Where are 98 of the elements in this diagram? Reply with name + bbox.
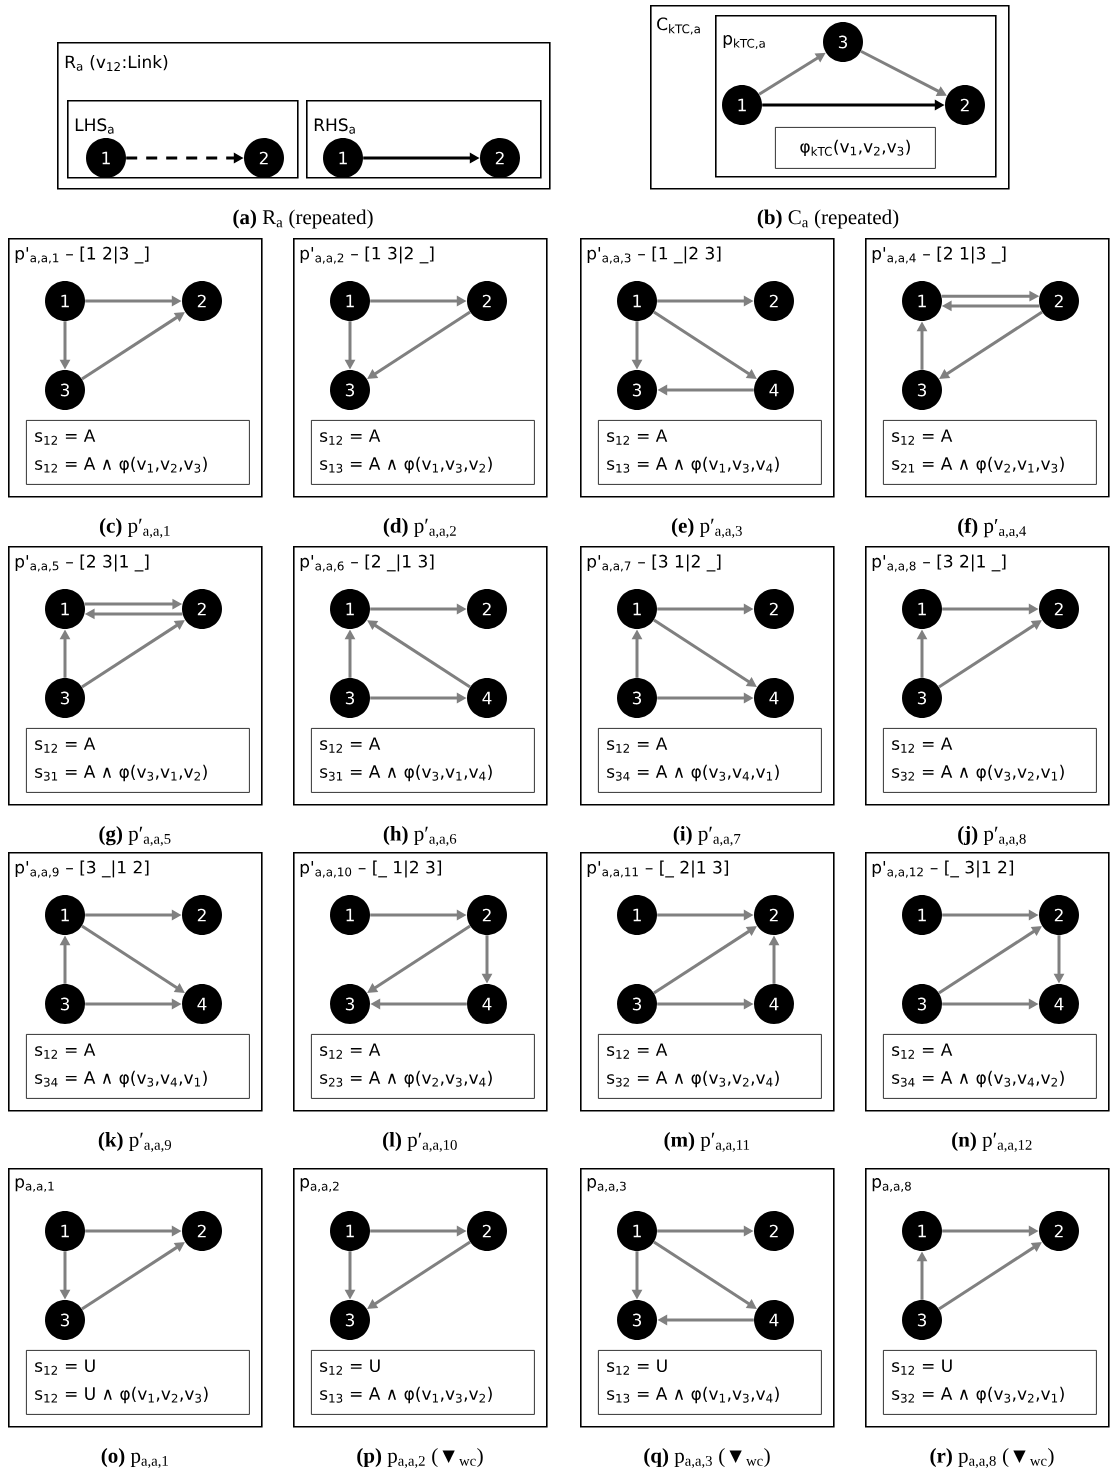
graph-node: 3: [617, 678, 657, 718]
constraint-box: s$_{12}$ = A s$_{32}$ = A ∧ φ(v$_{3}$,v$_{2}$,v$_{1}$): [883, 728, 1097, 793]
graph-node: 2: [182, 1211, 222, 1251]
graph-node: 3: [902, 370, 942, 410]
graph-node: 4: [467, 678, 507, 718]
graph-node: 3: [823, 22, 863, 62]
graph-node: 1: [45, 281, 85, 321]
graph-node: 2: [467, 589, 507, 629]
graph-node: 3: [45, 984, 85, 1024]
graph-node: 1: [330, 281, 370, 321]
subfigure-label: (r) p$_{a,a,8}$ (▼$_{wc}$): [930, 1448, 1054, 1468]
subfigure-label: (j) p′$_{a,a,8}$: [958, 826, 1026, 846]
graph-node: 3: [902, 678, 942, 718]
graph-node: 1: [617, 589, 657, 629]
graph-node: 2: [182, 281, 222, 321]
subfigure-label: (k) p′$_{a,a,9}$: [98, 1132, 172, 1152]
graph-node: 2: [1039, 1211, 1079, 1251]
graph-node: 2: [754, 1211, 794, 1251]
constraint-box: s$_{12}$ = U s$_{12}$ = U ∧ φ(v$_{1}$,v$_{2}$,v$_{3}$): [26, 1350, 250, 1415]
graph-node: 2: [244, 138, 284, 178]
graph-node: 1: [86, 138, 126, 178]
graph-node: 2: [467, 281, 507, 321]
constraint-box: s$_{12}$ = A s$_{12}$ = A ∧ φ(v$_{1}$,v$_{2}$,v$_{3}$): [26, 420, 250, 485]
graph-node: 2: [480, 138, 520, 178]
graph-node: 1: [45, 895, 85, 935]
graph-node: 3: [617, 984, 657, 1024]
subfigure-label: (g) p′$_{a,a,5}$: [99, 826, 171, 846]
constraint-box: s$_{12}$ = U s$_{13}$ = A ∧ φ(v$_{1}$,v$_{3}$,v$_{4}$): [598, 1350, 822, 1415]
graph-node: 1: [902, 281, 942, 321]
graph-node: 4: [754, 984, 794, 1024]
subfigure-label: (e) p′$_{a,a,3}$: [672, 518, 742, 538]
graph-node: 3: [902, 984, 942, 1024]
subfigure-label: (i) p′$_{a,a,7}$: [673, 826, 741, 846]
graph-node: 1: [45, 589, 85, 629]
graph-node: 2: [1039, 895, 1079, 935]
graph-node: 1: [902, 895, 942, 935]
graph-node: 3: [45, 678, 85, 718]
constraint-box: s$_{12}$ = A s$_{34}$ = A ∧ φ(v$_{3}$,v$_{4}$,v$_{1}$): [26, 1034, 250, 1099]
graph-node: 2: [467, 895, 507, 935]
graph-node: 2: [1039, 589, 1079, 629]
graph-node: 4: [754, 370, 794, 410]
graph-node: 1: [330, 895, 370, 935]
graph-node: 4: [754, 1300, 794, 1340]
subfigure-label: (d) p′$_{a,a,2}$: [383, 518, 456, 538]
graph-node: 3: [617, 1300, 657, 1340]
graph-node: 1: [722, 85, 762, 125]
graph-node: 3: [902, 1300, 942, 1340]
graph-node: 2: [182, 895, 222, 935]
subfigure-label: (n) p′$_{a,a,12}$: [952, 1132, 1032, 1152]
graph-node: 2: [467, 1211, 507, 1251]
constraint-box: s$_{12}$ = A s$_{32}$ = A ∧ φ(v$_{3}$,v$_{2}$,v$_{4}$): [598, 1034, 822, 1099]
graph-node: 1: [617, 1211, 657, 1251]
subfigure-label: (l) p′$_{a,a,10}$: [383, 1132, 457, 1152]
graph-node: 2: [1039, 281, 1079, 321]
subfigure-label: (m) p′$_{a,a,11}$: [664, 1132, 750, 1152]
subfigure-label: (p) p$_{a,a,2}$ (▼$_{wc}$): [357, 1448, 483, 1468]
graph-node: 2: [182, 589, 222, 629]
subfigure-label: (a) R$_{a}$ (repeated): [233, 209, 373, 229]
graph-node: 3: [330, 370, 370, 410]
graph-node: 2: [945, 85, 985, 125]
constraint-box: s$_{12}$ = A s$_{13}$ = A ∧ φ(v$_{1}$,v$_{3}$,v$_{4}$): [598, 420, 822, 485]
subfigure-label: (q) p$_{a,a,3}$ (▼$_{wc}$): [644, 1448, 770, 1468]
constraint-box: s$_{12}$ = U s$_{13}$ = A ∧ φ(v$_{1}$,v$_{3}$,v$_{2}$): [311, 1350, 535, 1415]
graph-node: 4: [467, 984, 507, 1024]
graph-node: 1: [617, 895, 657, 935]
graph-node: 1: [902, 589, 942, 629]
graph-node: 4: [754, 678, 794, 718]
constraint-box: s$_{12}$ = A s$_{34}$ = A ∧ φ(v$_{3}$,v$_{4}$,v$_{1}$): [598, 728, 822, 793]
graph-node: 1: [45, 1211, 85, 1251]
graph-node: 1: [330, 589, 370, 629]
graph-node: 4: [1039, 984, 1079, 1024]
graph-node: 2: [754, 281, 794, 321]
constraint-box: s$_{12}$ = A s$_{21}$ = A ∧ φ(v$_{2}$,v$_{1}$,v$_{3}$): [883, 420, 1097, 485]
constraint-box: s$_{12}$ = A s$_{34}$ = A ∧ φ(v$_{3}$,v$_{4}$,v$_{2}$): [883, 1034, 1097, 1099]
graph-node: 4: [182, 984, 222, 1024]
constraint-box: φ$_{kTC}$(v$_{1}$,v$_{2}$,v$_{3}$): [775, 127, 936, 169]
subfigure-label: (o) p$_{a,a,1}$: [101, 1448, 168, 1468]
subfigure-label: (c) p′$_{a,a,1}$: [100, 518, 170, 538]
subfigure-label: (b) C$_{a}$ (repeated): [757, 209, 899, 229]
constraint-box: s$_{12}$ = A s$_{31}$ = A ∧ φ(v$_{3}$,v$_{1}$,v$_{4}$): [311, 728, 535, 793]
graph-node: 2: [754, 895, 794, 935]
graph-node: 2: [754, 589, 794, 629]
constraint-box: s$_{12}$ = A s$_{23}$ = A ∧ φ(v$_{2}$,v$_{3}$,v$_{4}$): [311, 1034, 535, 1099]
graph-node: 3: [330, 1300, 370, 1340]
constraint-box: s$_{12}$ = A s$_{31}$ = A ∧ φ(v$_{3}$,v$_{1}$,v$_{2}$): [26, 728, 250, 793]
graph-node: 1: [323, 138, 363, 178]
subfigure-label: (f) p′$_{a,a,4}$: [958, 517, 1027, 539]
subfigure-label: (h) p′$_{a,a,6}$: [383, 826, 457, 846]
graph-node: 1: [330, 1211, 370, 1251]
graph-node: 3: [330, 678, 370, 718]
graph-node: 3: [617, 370, 657, 410]
constraint-box: s$_{12}$ = A s$_{13}$ = A ∧ φ(v$_{1}$,v$_{3}$,v$_{2}$): [311, 420, 535, 485]
graph-node: 1: [902, 1211, 942, 1251]
graph-node: 1: [617, 281, 657, 321]
graph-node: 3: [45, 370, 85, 410]
constraint-box: s$_{12}$ = U s$_{32}$ = A ∧ φ(v$_{3}$,v$_{2}$,v$_{1}$): [883, 1350, 1097, 1415]
graph-node: 3: [45, 1300, 85, 1340]
graph-node: 3: [330, 984, 370, 1024]
